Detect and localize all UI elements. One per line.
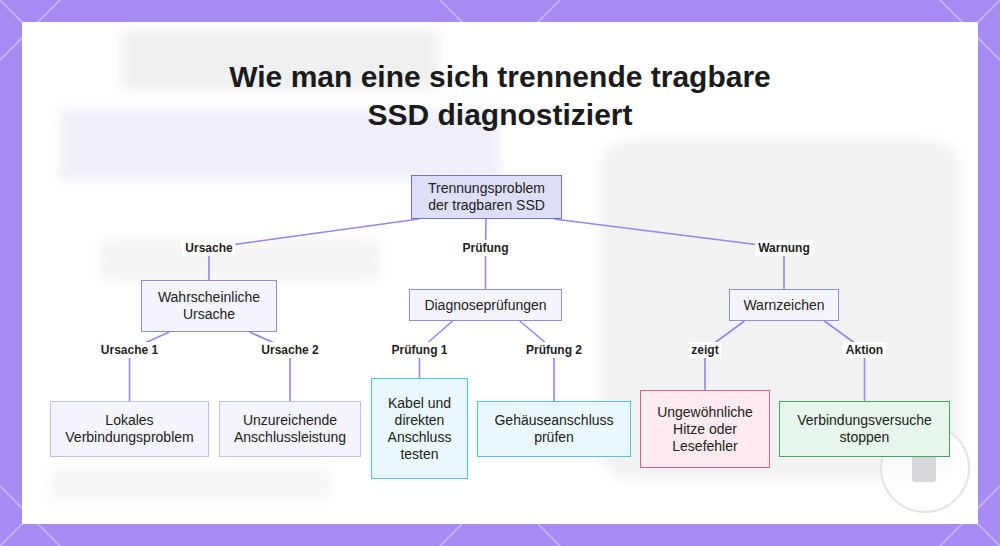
edge-label: Warnung	[755, 240, 813, 256]
check-box: Gehäuseanschluss prüfen	[477, 401, 631, 457]
category-box: Diagnoseprüfungen	[409, 289, 562, 321]
cause-box: Lokales Verbindungsproblem	[50, 401, 209, 457]
edge-label: Prüfung 1	[389, 342, 451, 358]
edge-label: Prüfung	[460, 240, 512, 256]
connector-line	[520, 321, 554, 401]
category-box: Warnzeichen	[729, 289, 839, 321]
cause-box: Unzureichende Anschlussleistung	[219, 401, 361, 457]
node-label: Warnzeichen	[743, 297, 824, 314]
warning-box: Ungewöhnliche Hitze oder Lesefehler	[640, 390, 770, 468]
node-text-group: Unzureichende Anschlussleistung	[228, 412, 352, 446]
node-label: Unzureichende Anschlussleistung	[228, 412, 352, 446]
connector-line	[554, 219, 784, 289]
node-label: Diagnoseprüfungen	[424, 297, 546, 314]
node-text-group: Ungewöhnliche Hitze oder Lesefehler	[649, 404, 761, 455]
edge-label: Ursache 1	[98, 342, 161, 358]
node-text-group: Lokales Verbindungsproblem	[59, 412, 200, 446]
node-text-group: Warnzeichen	[743, 297, 824, 314]
edge-label: Ursache 2	[258, 342, 321, 358]
category-box: Wahrscheinliche Ursache	[141, 280, 277, 332]
node-text-group: Verbindungsversuche stoppen	[788, 412, 941, 446]
node-label: Verbindungsversuche stoppen	[788, 412, 941, 446]
action-box: Verbindungsversuche stoppen	[779, 401, 950, 457]
node-label: Trennungsproblem der tragbaren SSD	[420, 180, 553, 214]
diagram-title: Wie man eine sich trennende tragbare SSD…	[200, 58, 800, 134]
node-label: Wahrscheinliche Ursache	[150, 289, 268, 323]
root-box: Trennungsproblem der tragbaren SSD	[411, 175, 562, 219]
node-text-group: Trennungsproblem der tragbaren SSD	[420, 180, 553, 214]
node-text-group: Kabel und direkten Anschluss testen	[380, 395, 459, 463]
connector-line	[824, 321, 864, 401]
node-label: Gehäuseanschluss prüfen	[486, 412, 622, 446]
edge-label: zeigt	[688, 342, 721, 358]
node-text-group: Wahrscheinliche Ursache	[150, 289, 268, 323]
node-label: Ungewöhnliche Hitze oder Lesefehler	[649, 404, 761, 455]
node-text-group: Diagnoseprüfungen	[424, 297, 546, 314]
edge-label: Ursache	[182, 240, 235, 256]
edge-label: Aktion	[843, 342, 886, 358]
node-text-group: Gehäuseanschluss prüfen	[486, 412, 622, 446]
check-box: Kabel und direkten Anschluss testen	[371, 378, 468, 479]
connector-line	[209, 219, 419, 280]
node-label: Kabel und direkten Anschluss testen	[380, 395, 459, 463]
edge-label: Prüfung 2	[523, 342, 585, 358]
node-label: Lokales Verbindungsproblem	[59, 412, 200, 446]
